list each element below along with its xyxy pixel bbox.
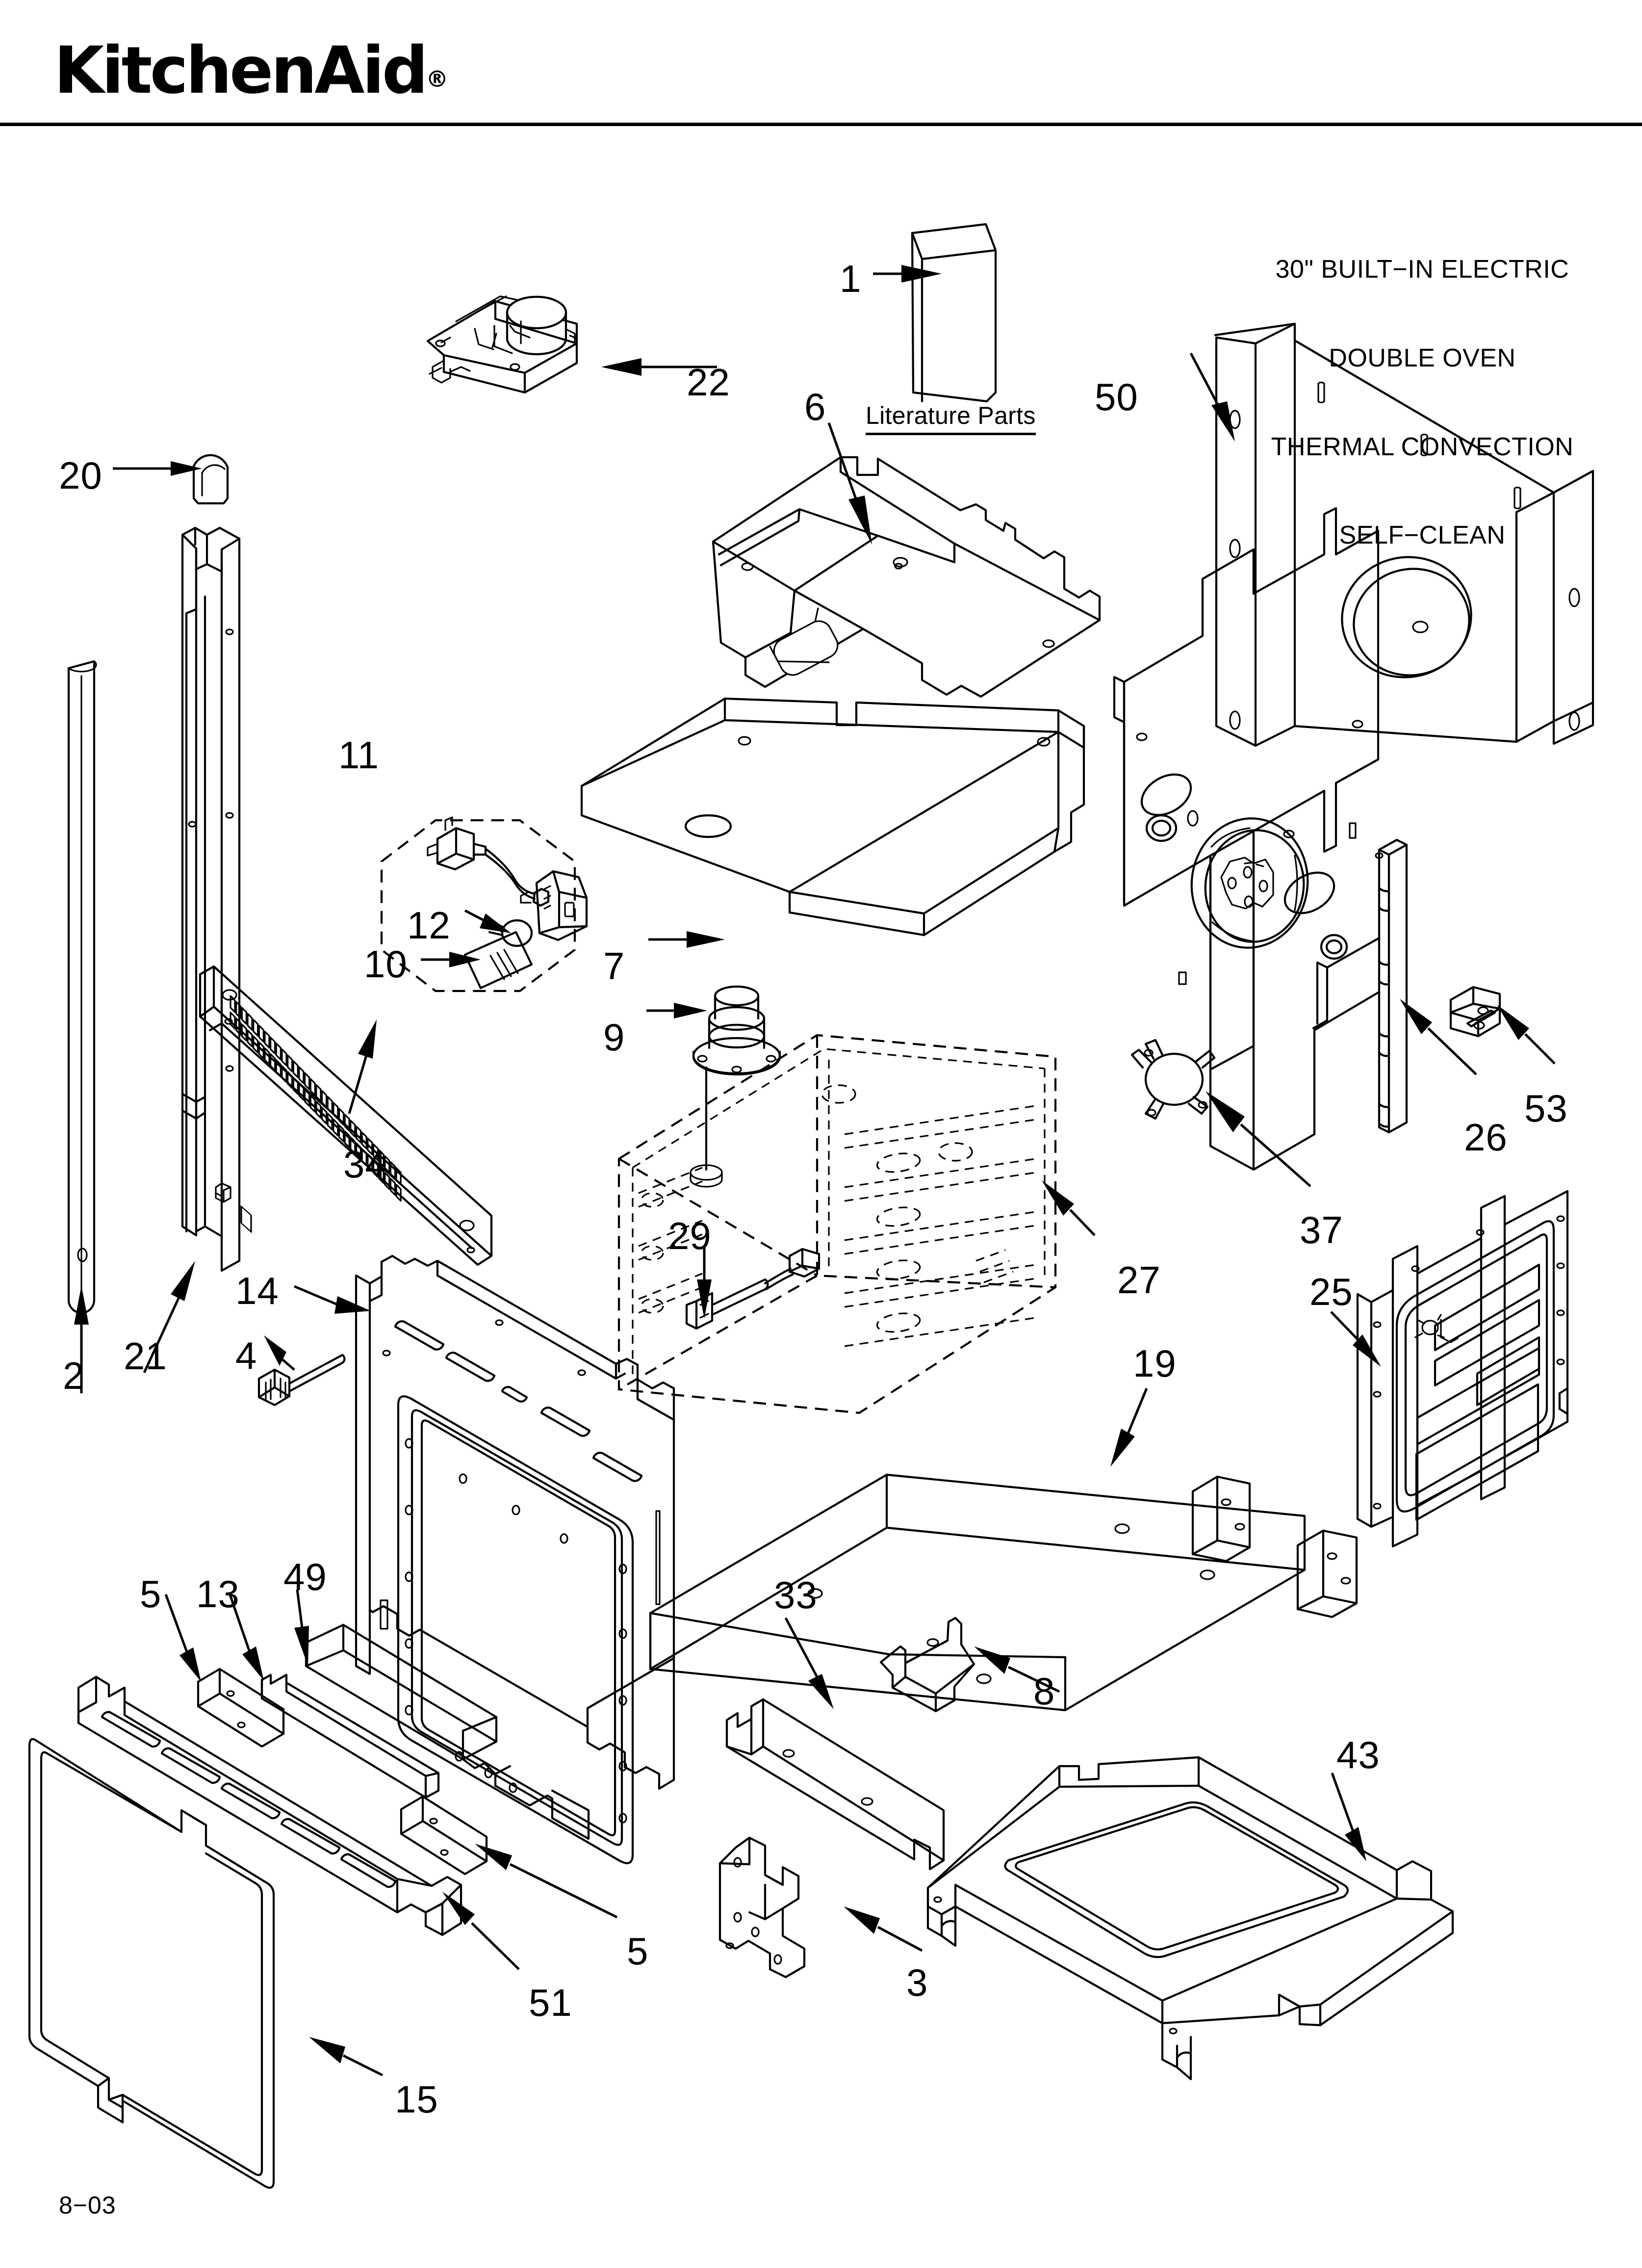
- callout-4[interactable]: 4: [235, 1334, 257, 1377]
- callout-21[interactable]: 21: [124, 1334, 167, 1378]
- callout-14[interactable]: 14: [235, 1269, 279, 1312]
- part-vent-grille-panel: [199, 965, 493, 1266]
- title-line-3: THERMAL CONVECTION: [1271, 432, 1574, 461]
- part-cavity-top-shelf: [580, 697, 1085, 948]
- part-divider-shelf: [649, 1388, 1358, 1712]
- callout-3[interactable]: 3: [906, 1961, 928, 2004]
- part-front-frame: [294, 1254, 675, 1864]
- callout-25[interactable]: 25: [1309, 1270, 1353, 1313]
- part-temperature-sensor-probe: [685, 1246, 821, 1330]
- callout-27[interactable]: 27: [1117, 1258, 1161, 1302]
- part-light-housing: [535, 870, 588, 941]
- part-trim-end-cap: [113, 454, 229, 505]
- callout-10[interactable]: 10: [364, 942, 408, 986]
- callout-9[interactable]: 9: [603, 1016, 625, 1059]
- callout-5-lower[interactable]: 5: [627, 1929, 649, 1973]
- part-top-cover-panel: [712, 422, 1101, 698]
- part-literature-manual: [873, 223, 997, 403]
- part-hinge-bracket: [718, 1836, 923, 1979]
- title-line-4: SELF−CLEAN: [1339, 521, 1506, 550]
- registered-trademark-icon: ®: [426, 66, 449, 92]
- title-line-1: 30" BUILT−IN ELECTRIC: [1275, 255, 1569, 284]
- part-top-rail: [294, 1589, 590, 1840]
- part-thermal-cutoff-switch: [1130, 1039, 1311, 1187]
- part-side-panel-left: [1330, 1190, 1569, 1548]
- part-side-trim-rod: [67, 660, 97, 1393]
- callout-15[interactable]: 15: [395, 2078, 438, 2121]
- callout-51[interactable]: 51: [529, 1981, 572, 2024]
- part-door-trim-strip: [77, 1675, 520, 1970]
- callout-34[interactable]: 34: [343, 1143, 387, 1186]
- literature-parts-label: Literature Parts: [866, 401, 1036, 435]
- callout-5-upper[interactable]: 5: [140, 1572, 162, 1616]
- part-insulation-strip: [228, 1593, 440, 1799]
- callout-13[interactable]: 13: [196, 1572, 240, 1616]
- part-screw: [257, 1335, 346, 1407]
- part-door-latch-motor-assembly: [426, 295, 717, 394]
- part-support-channel: [725, 1617, 945, 1871]
- callout-49[interactable]: 49: [283, 1555, 327, 1598]
- callout-1[interactable]: 1: [840, 257, 862, 300]
- part-bottom-pan: [926, 1756, 1454, 2081]
- callout-33[interactable]: 33: [774, 1573, 818, 1616]
- callout-11[interactable]: 11: [338, 733, 379, 777]
- callout-19[interactable]: 19: [1133, 1342, 1177, 1385]
- callout-50[interactable]: 50: [1095, 375, 1138, 418]
- callout-37[interactable]: 37: [1300, 1208, 1343, 1251]
- callout-20[interactable]: 20: [59, 454, 103, 497]
- callout-53[interactable]: 53: [1524, 1087, 1568, 1130]
- callout-2[interactable]: 2: [63, 1354, 85, 1397]
- part-side-trim-channel: [143, 526, 241, 1374]
- callout-43[interactable]: 43: [1336, 1733, 1380, 1776]
- revision-code: 8−03: [59, 2191, 116, 2219]
- callout-29[interactable]: 29: [668, 1214, 712, 1257]
- part-convection-motor: [646, 985, 781, 1188]
- part-clip-bracket: [1449, 986, 1556, 1065]
- callout-26[interactable]: 26: [1464, 1116, 1508, 1159]
- kitchenaid-logo: KitchenAid®: [54, 38, 448, 103]
- brand-wordmark: KitchenAid: [54, 33, 428, 108]
- part-door-gasket-seal: [28, 1738, 384, 2189]
- callout-22[interactable]: 22: [687, 361, 730, 404]
- model-title-block: 30" BUILT−IN ELECTRIC DOUBLE OVEN THERMA…: [1216, 195, 1628, 609]
- callout-7[interactable]: 7: [603, 944, 625, 988]
- part-mounting-bracket: [879, 1616, 1060, 1713]
- callout-12[interactable]: 12: [407, 904, 451, 947]
- part-spacer-block-upper: [164, 1594, 285, 1748]
- title-line-2: DOUBLE OVEN: [1329, 343, 1516, 372]
- callout-8[interactable]: 8: [1033, 1669, 1055, 1713]
- header-divider-rule: [0, 123, 1642, 126]
- callout-6[interactable]: 6: [804, 385, 826, 428]
- part-spacer-block-lower: [400, 1795, 618, 1919]
